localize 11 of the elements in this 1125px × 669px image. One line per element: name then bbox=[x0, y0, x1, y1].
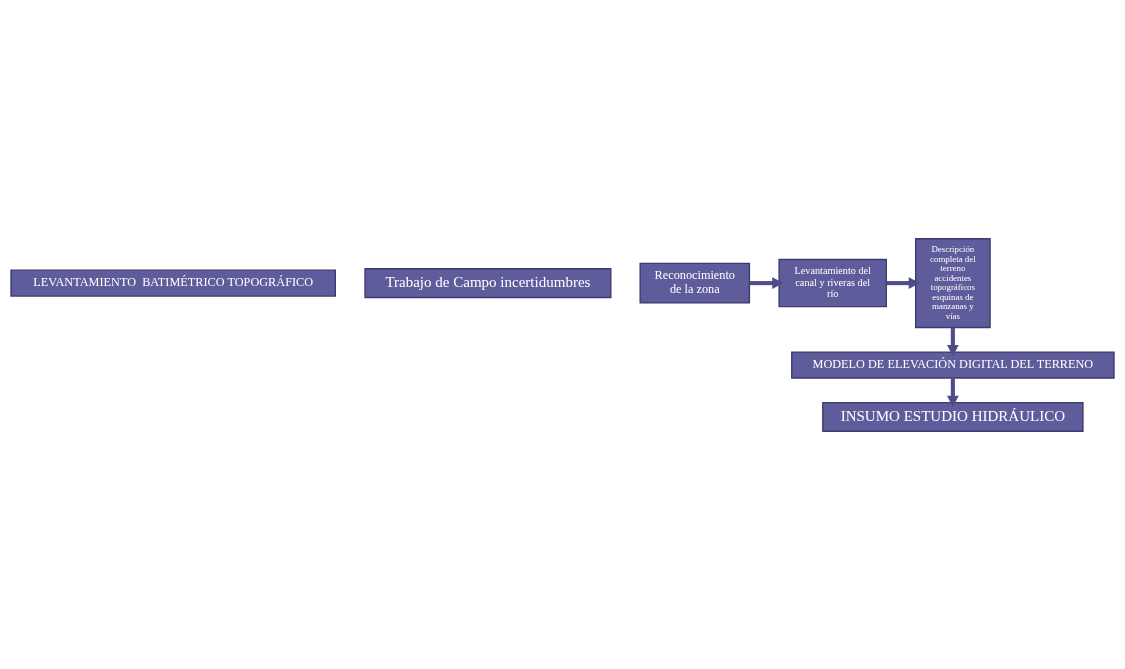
node-box: Levantamiento del canal y riveras del río bbox=[778, 258, 887, 307]
arrow bbox=[946, 377, 959, 407]
node-box: Reconocimiento de la zona bbox=[639, 262, 751, 304]
node-box: MODELO DE ELEVACIÓN DIGITAL DEL TERRENO bbox=[791, 350, 1115, 379]
node-box: Trabajo de Campo incertidumbres bbox=[364, 267, 612, 298]
arrow bbox=[946, 327, 959, 356]
arrow bbox=[886, 276, 920, 289]
node-box: INSUMO ESTUDIO HIDRÁULICO bbox=[822, 401, 1084, 432]
node-box: LEVANTAMIENTO BATIMÉTRICO TOPOGRÁFICO bbox=[10, 268, 336, 297]
arrow bbox=[749, 276, 784, 289]
node-box: Descripción completa del terreno accidentes topográficos esquinas de manzanas y vías bbox=[914, 237, 991, 328]
